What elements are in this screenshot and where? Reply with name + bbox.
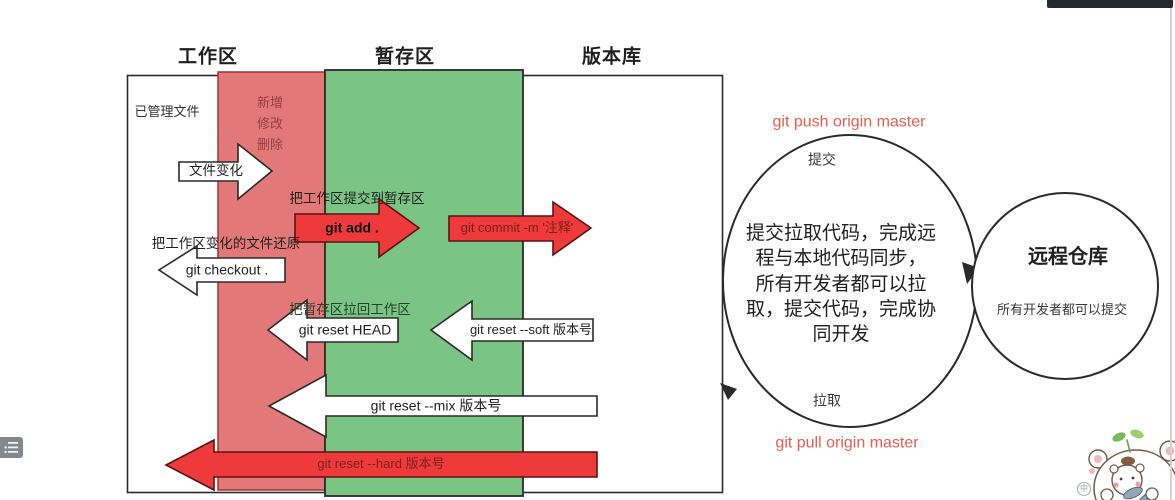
git-push-command: git push origin master [772, 113, 926, 131]
managed-files-label: 已管理文件 [134, 104, 200, 120]
remote-repo-note: 所有开发者都可以提交 [996, 302, 1128, 318]
git-checkout-arrow [157, 244, 286, 297]
change-add-label: 新增 [256, 95, 284, 111]
sync-description: 提交拉取代码，完成远 程与本地代码同步， 所有开发者都可以拉 取，提交代码，完成… [745, 222, 937, 345]
file-change-label: 文件变化 [189, 162, 243, 178]
change-modify-label: 修改 [256, 116, 284, 132]
toc-list-button[interactable] [0, 437, 23, 458]
change-delete-label: 删除 [256, 137, 284, 153]
repository-title: 版本库 [581, 46, 643, 68]
git-pull-command: git pull origin master [775, 434, 919, 452]
git-reset-head-caption: 把暂存区拉回工作区 [289, 301, 411, 317]
mascot-watermark-char: 中 [1080, 484, 1088, 494]
git-reset-head-arrow [266, 298, 399, 362]
remote-repo-title: 远程仓库 [1028, 246, 1108, 268]
push-label: 提交 [808, 151, 836, 168]
git-add-caption: 把工作区提交到暂存区 [289, 190, 425, 206]
git-reset-head-command: git reset HEAD [298, 321, 392, 338]
git-add-arrow [294, 197, 421, 259]
git-reset-soft-arrow [429, 299, 594, 362]
mascot-bear [1076, 429, 1175, 500]
git-commit-command: git commit -m '注释' [460, 220, 574, 236]
window-top-bar [1047, 0, 1173, 8]
staging-title: 暂存区 [374, 46, 436, 68]
list-icon [4, 442, 18, 454]
git-reset-soft-command: git reset --soft 版本号 [469, 322, 593, 338]
git-commit-arrow [448, 200, 593, 257]
git-checkout-command: git checkout . [185, 261, 269, 278]
git-reset-mix-command: git reset --mix 版本号 [370, 397, 502, 414]
file-change-arrow [178, 142, 274, 201]
remote-repo-circle [971, 192, 1159, 380]
git-add-command: git add . [325, 219, 379, 236]
git-reset-hard-command: git reset --hard 版本号 [317, 456, 445, 472]
pull-label: 拉取 [813, 392, 841, 409]
window-right-edge [1170, 8, 1172, 500]
git-reset-hard-arrow [164, 438, 598, 492]
pull-arrowhead-icon [720, 383, 737, 400]
workspace-title: 工作区 [177, 46, 239, 68]
git-reset-mix-arrow [267, 373, 598, 439]
staging-column [324, 69, 524, 497]
git-checkout-caption: 把工作区变化的文件还原 [151, 235, 301, 251]
